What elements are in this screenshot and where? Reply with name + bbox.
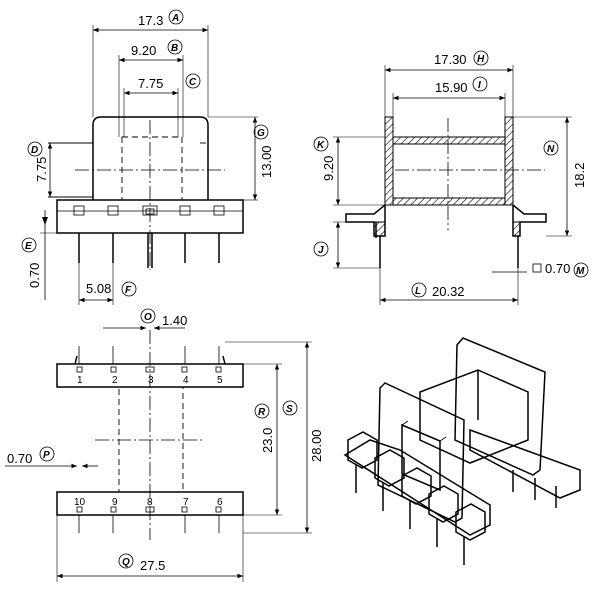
front-pins bbox=[78, 233, 220, 268]
label-L: L bbox=[415, 286, 421, 297]
square-symbol bbox=[532, 263, 542, 273]
dim-O-value: 1.40 bbox=[162, 313, 187, 328]
label-N: N bbox=[547, 144, 555, 155]
dim-H-value: 17.30 bbox=[434, 52, 467, 67]
label-C: C bbox=[189, 77, 197, 88]
pin-label-6: 6 bbox=[217, 497, 223, 508]
front-pin-slots bbox=[73, 205, 225, 216]
pin-label-5: 5 bbox=[217, 375, 223, 386]
dim-L-value: 20.32 bbox=[432, 284, 465, 299]
front-core-outline bbox=[121, 136, 183, 201]
label-B: B bbox=[171, 43, 178, 54]
dim-S-value: 28.00 bbox=[309, 429, 324, 462]
dim-R-value: 23.0 bbox=[260, 428, 275, 453]
dim-I-value: 15.90 bbox=[435, 80, 468, 95]
label-G: G bbox=[257, 128, 265, 139]
pin-label-7: 7 bbox=[183, 497, 189, 508]
iso-base-back bbox=[469, 428, 581, 499]
dim-B-value: 9.20 bbox=[131, 43, 156, 58]
label-A: A bbox=[171, 13, 179, 24]
dim-A-value: 17.3 bbox=[138, 13, 163, 28]
iso-front-flange bbox=[377, 382, 465, 523]
label-O: O bbox=[144, 312, 152, 323]
pin-label-1: 1 bbox=[77, 375, 83, 386]
iso-core-window bbox=[401, 423, 441, 492]
label-Q: Q bbox=[122, 557, 130, 568]
label-E: E bbox=[25, 241, 32, 252]
dim-G-value: 13.00 bbox=[259, 145, 274, 178]
dim-Q-value: 27.5 bbox=[140, 558, 165, 573]
pins-bottom-row bbox=[76, 506, 222, 513]
front-view: 17.3 9.20 7.75 7.75 13.00 0.70 5.08 bbox=[27, 13, 274, 305]
label-I: I bbox=[478, 80, 481, 91]
label-S: S bbox=[286, 404, 293, 415]
dim-P-value: 0.70 bbox=[7, 451, 32, 466]
side-core-bottom-hatch bbox=[392, 197, 506, 206]
dim-N-value: 18.2 bbox=[572, 163, 587, 188]
pin-label-2: 2 bbox=[112, 375, 118, 386]
dim-E-value: 0.70 bbox=[27, 263, 42, 288]
label-F: F bbox=[125, 285, 132, 296]
side-left-flange bbox=[384, 116, 394, 206]
dim-C-value: 7.75 bbox=[138, 76, 163, 91]
label-D: D bbox=[31, 145, 38, 156]
side-right-flange bbox=[504, 116, 514, 206]
dim-K-value: 9.20 bbox=[321, 156, 336, 181]
iso-base-front bbox=[343, 439, 491, 536]
iso-rear-flange bbox=[454, 337, 546, 476]
dim-D-value: 7.75 bbox=[34, 157, 49, 182]
side-core-top-hatch bbox=[392, 136, 506, 145]
bottom-view: 1 2 3 4 5 10 9 8 7 6 1.40 0.70 27.5 23.0… bbox=[5, 313, 324, 582]
label-M: M bbox=[576, 266, 585, 277]
pin-label-3: 3 bbox=[148, 375, 154, 386]
pin-label-9: 9 bbox=[112, 497, 118, 508]
pin-label-4: 4 bbox=[183, 375, 189, 386]
side-view: 17.30 15.90 9.20 18.2 20.32 0.70 bbox=[321, 52, 587, 305]
pins-top-row bbox=[76, 366, 222, 373]
label-P: P bbox=[43, 450, 50, 461]
front-flange bbox=[92, 116, 209, 200]
front-base bbox=[56, 199, 244, 234]
dim-M-value: 0.70 bbox=[545, 261, 570, 276]
label-R: R bbox=[258, 407, 266, 418]
dim-F-value: 5.08 bbox=[86, 281, 111, 296]
label-J: J bbox=[318, 245, 324, 256]
isometric-view bbox=[343, 337, 581, 565]
bottom-view-core bbox=[118, 386, 184, 493]
label-H: H bbox=[477, 54, 485, 65]
pin-label-8: 8 bbox=[147, 497, 153, 508]
pin-label-10: 10 bbox=[74, 497, 86, 508]
label-K: K bbox=[317, 140, 325, 151]
circle-labels: A B C D E F G H I J K L M N O P Q R S bbox=[21, 9, 589, 569]
